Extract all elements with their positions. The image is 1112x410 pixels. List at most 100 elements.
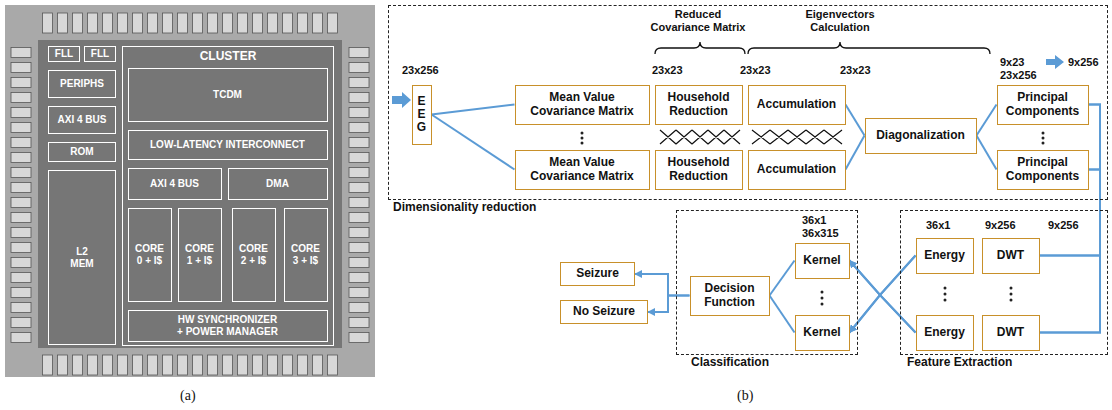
node-text: ROM [70,146,93,158]
cluster-block: CLUSTER TCDM LOW-LATENCY INTERCONNECT AXI 4… [122,46,334,346]
brace [748,42,990,54]
output-arrow [1046,55,1064,69]
connector [977,105,997,136]
pad-row [40,354,340,376]
connector [635,274,690,296]
node-text: Household Reduction [660,91,738,119]
chip-block: DMA [228,168,328,200]
node-text: Mean Value Covariance Matrix [520,91,645,119]
chip-block: AXI 4 BUS [48,106,116,134]
crossing-lines [660,130,740,144]
dimension-label: 23x23 [840,64,871,77]
dimension-label: 9x256 [1048,219,1079,232]
dimension-label: 36x1 [926,219,950,232]
node-text: Accumulation [757,98,836,112]
node-text: Energy [924,249,965,263]
node-text: Accumulation [757,163,836,177]
panel-caption: (b) [737,388,753,404]
process-box: Mean Value Covariance Matrix [515,85,650,125]
panel-caption: (a) [180,388,196,404]
crossing-lines [752,130,842,144]
chip-block: CORE 3 + I$ [284,208,328,302]
process-box: Decision Function [690,276,770,316]
node-text: Mean Value Covariance Matrix [520,156,645,184]
chip-block: CORE 0 + I$ [128,208,172,302]
connector [850,295,916,333]
chip-block: L2 MEM [48,170,116,345]
process-box: Principal Components [997,85,1089,125]
dimension-label: Eigenvectors Calculation [795,8,885,33]
dimension-label: 36x315 [802,227,839,240]
pad-column [10,45,32,345]
connector [846,105,865,136]
node-text: Principal Components [1002,91,1084,119]
process-box: Principal Components [997,150,1089,190]
dimension-label: 23x256 [1000,69,1037,82]
node-text: AXI 4 BUS [58,114,107,126]
node-text: DMA [266,178,289,190]
region-label: Dimensionality reduction [393,201,536,215]
connector [850,256,916,296]
process-box: Energy [916,315,974,351]
node-text: CORE 2 + I$ [238,243,270,266]
connector [850,256,916,333]
region-label: Feature Extraction [907,356,1012,370]
connector [648,296,690,313]
input-box: EEG [412,85,432,145]
chip-block: FLL [48,46,80,62]
connector [850,261,916,333]
node-text: Seizure [576,267,619,281]
node-text: CORE 1 + I$ [184,243,216,266]
process-box: Mean Value Covariance Matrix [515,150,650,190]
process-box: DWT [982,238,1040,274]
node-text: TCDM [213,89,242,101]
node-text: Household Reduction [660,156,738,184]
chip-block: ROM [48,142,116,162]
region-label: Classification [691,356,769,370]
process-box: Diagonalization [865,118,977,154]
connector [1040,105,1101,333]
chip-block: CORE 2 + I$ [232,208,276,302]
dimension-label: 9x23 [1000,56,1024,69]
chip-core-area [38,40,342,348]
node-text: Kernel [803,254,840,268]
connector [432,105,515,115]
chip-block: PERIPHS [48,70,116,98]
chip-block: TCDM [128,68,328,122]
process-box: Kernel [795,243,850,279]
dimension-label: 36x1 [802,214,826,227]
connector [770,296,795,333]
node-text: FLL [55,48,73,60]
dimension-label: 23x23 [652,64,683,77]
node-text: DWT [997,249,1024,263]
stage-region: Feature ExtractionEnergyEnergyDWTDWT [900,210,1108,355]
connector [770,261,795,296]
chip-die [5,5,375,377]
stage-region: Dimensionality reductionEEGMean Value Co… [388,5,1108,200]
connector [1040,170,1101,333]
process-box: DWT [982,315,1040,351]
node-text: EEG [416,95,428,135]
node-text: L2 MEM [67,246,97,269]
node-text: CLUSTER [123,50,333,64]
node-text: No Seizure [573,305,635,319]
process-box: Seizure [560,262,635,286]
chip-block: HW SYNCHRONIZER + POWER MANAGER [128,310,328,342]
process-box: Accumulation [748,85,846,125]
process-box: No Seizure [560,300,648,324]
connector [846,136,865,170]
node-text: Decision Function [695,282,765,310]
node-text: Energy [924,326,965,340]
node-text: CORE 0 + I$ [134,243,166,266]
connector [432,115,515,170]
node-text: LOW-LATENCY INTERCONNECT [150,139,305,151]
dimension-label: Reduced Covariance Matrix [644,8,752,33]
input-arrow [392,92,411,108]
node-text: Principal Components [1002,156,1084,184]
node-text: FLL [91,48,109,60]
node-text: AXI 4 BUS [150,178,199,190]
node-text: HW SYNCHRONIZER + POWER MANAGER [174,314,282,337]
dimension-label: 9x256 [985,219,1016,232]
brace [655,42,745,54]
process-box: Accumulation [748,150,846,190]
